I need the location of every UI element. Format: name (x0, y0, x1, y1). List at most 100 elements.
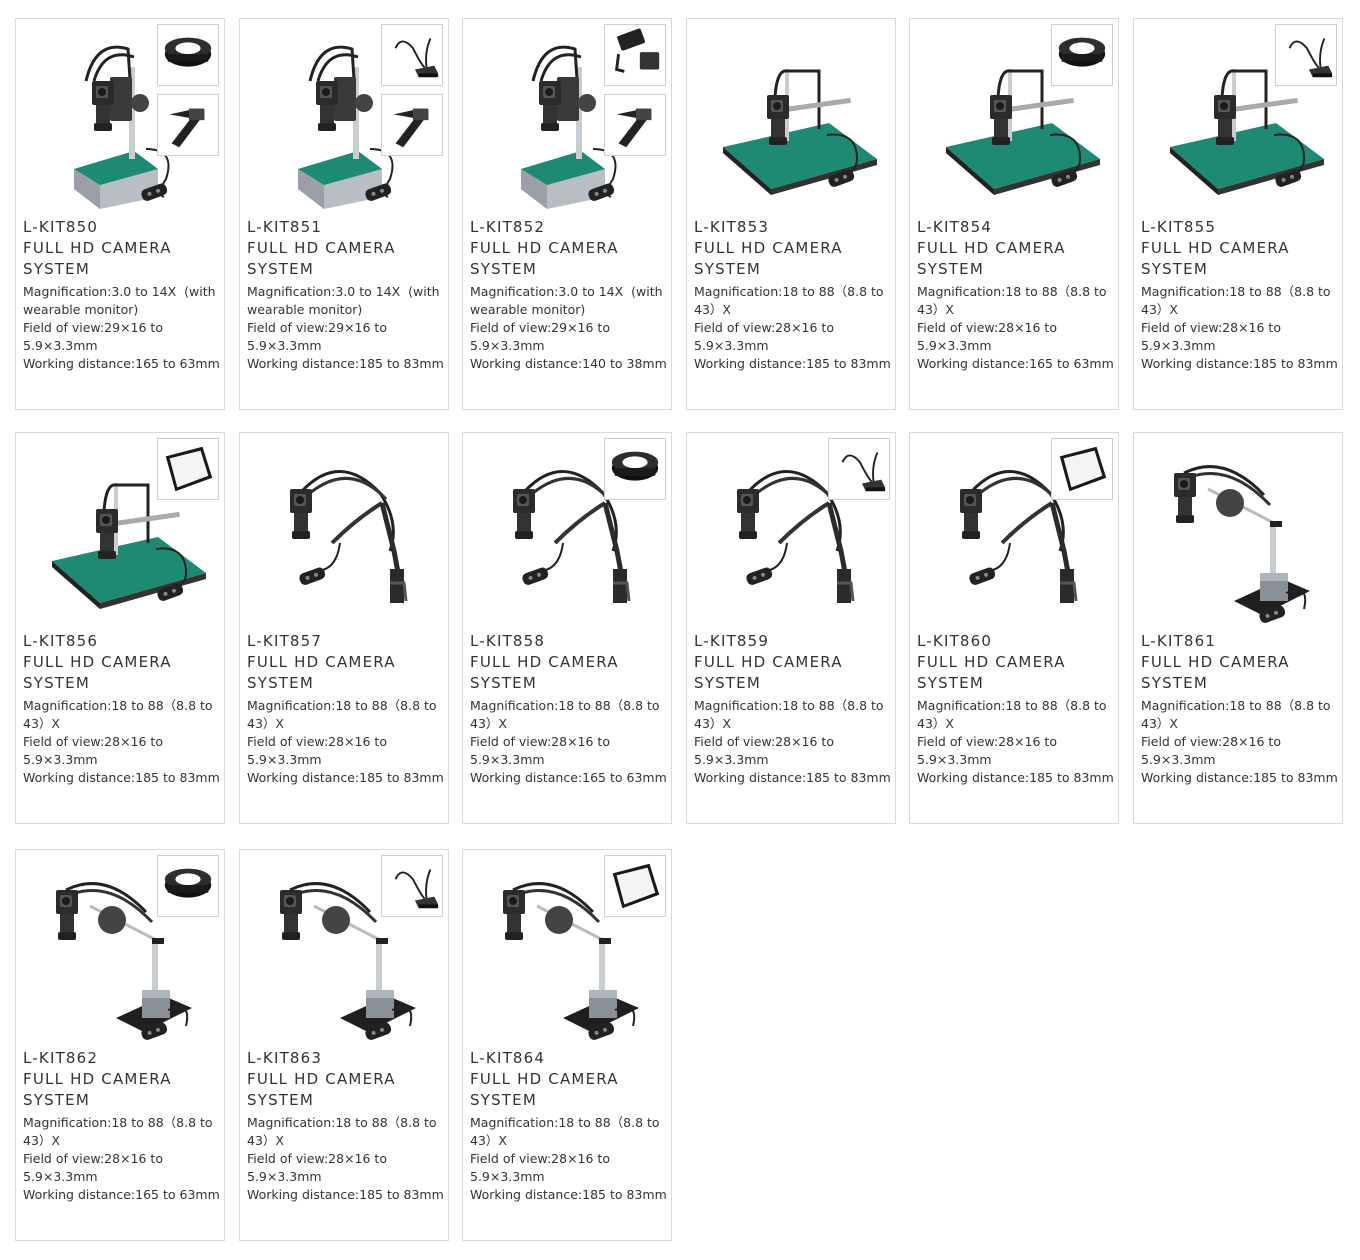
light-panel-icon (157, 438, 219, 500)
product-image[interactable] (687, 19, 896, 219)
product-title[interactable]: FULL HD CAMERA SYSTEM (23, 1070, 172, 1109)
product-model[interactable]: L-KIT859 (694, 632, 770, 650)
product-card[interactable]: L-KIT854 FULL HD CAMERA SYSTEM Magnifica… (909, 18, 1119, 410)
product-image[interactable] (1134, 433, 1343, 633)
product-image[interactable] (240, 19, 449, 219)
magnification-spec: Magnification:18 to 88（8.8 to 43）X (247, 698, 437, 731)
product-specs: Magnification:18 to 88（8.8 to 43）X Field… (247, 697, 447, 787)
product-card[interactable]: L-KIT859 FULL HD CAMERA SYSTEM Magnifica… (686, 432, 896, 824)
gooseneck-light-icon (381, 24, 443, 86)
working-distance-spec: Working distance:185 to 83mm (1141, 770, 1338, 785)
product-image[interactable] (1134, 19, 1343, 219)
product-image[interactable] (463, 19, 672, 219)
working-distance-spec: Working distance:185 to 83mm (694, 356, 891, 371)
product-title[interactable]: FULL HD CAMERA SYSTEM (470, 1070, 619, 1109)
working-distance-spec: Working distance:165 to 63mm (23, 1187, 220, 1202)
magnification-spec: Magnification:18 to 88（8.8 to 43）X (23, 698, 213, 731)
product-model[interactable]: L-KIT851 (247, 218, 323, 236)
product-title[interactable]: FULL HD CAMERA SYSTEM (917, 239, 1066, 278)
product-image[interactable] (240, 850, 449, 1050)
product-specs: Magnification:18 to 88（8.8 to 43）X Field… (23, 697, 223, 787)
product-specs: Magnification:18 to 88（8.8 to 43）X Field… (1141, 283, 1341, 373)
product-specs: Magnification:18 to 88（8.8 to 43）X Field… (470, 697, 670, 787)
product-model[interactable]: L-KIT861 (1141, 632, 1217, 650)
magnification-spec: Magnification:18 to 88（8.8 to 43）X (23, 1115, 213, 1148)
magnification-spec: Magnification:3.0 to 14X (with wearable … (23, 284, 216, 317)
magnification-spec: Magnification:18 to 88（8.8 to 43）X (917, 284, 1107, 317)
product-model[interactable]: L-KIT856 (23, 632, 99, 650)
field-of-view-spec: Field of view:29×16 to 5.9×3.3mm (247, 320, 387, 353)
product-title[interactable]: FULL HD CAMERA SYSTEM (247, 239, 396, 278)
product-image[interactable] (910, 19, 1119, 219)
product-title[interactable]: FULL HD CAMERA SYSTEM (1141, 653, 1290, 692)
product-model[interactable]: L-KIT864 (470, 1049, 546, 1067)
product-image[interactable] (240, 433, 449, 633)
product-card[interactable]: L-KIT851 FULL HD CAMERA SYSTEM Magnifica… (239, 18, 449, 410)
product-model[interactable]: L-KIT854 (917, 218, 993, 236)
product-title[interactable]: FULL HD CAMERA SYSTEM (470, 239, 619, 278)
product-card[interactable]: L-KIT864 FULL HD CAMERA SYSTEM Magnifica… (462, 849, 672, 1241)
working-distance-spec: Working distance:185 to 83mm (1141, 356, 1338, 371)
product-model[interactable]: L-KIT863 (247, 1049, 323, 1067)
field-of-view-spec: Field of view:28×16 to 5.9×3.3mm (470, 1151, 610, 1184)
product-title[interactable]: FULL HD CAMERA SYSTEM (23, 653, 172, 692)
product-card[interactable]: L-KIT858 FULL HD CAMERA SYSTEM Magnifica… (462, 432, 672, 824)
product-model[interactable]: L-KIT858 (470, 632, 546, 650)
product-image[interactable] (16, 850, 225, 1050)
product-specs: Magnification:18 to 88（8.8 to 43）X Field… (694, 283, 894, 373)
product-card[interactable]: L-KIT860 FULL HD CAMERA SYSTEM Magnifica… (909, 432, 1119, 824)
product-specs: Magnification:3.0 to 14X (with wearable … (23, 283, 223, 373)
working-distance-spec: Working distance:165 to 63mm (23, 356, 220, 371)
product-card[interactable]: L-KIT861 FULL HD CAMERA SYSTEM Magnifica… (1133, 432, 1343, 824)
magnification-spec: Magnification:3.0 to 14X (with wearable … (470, 284, 663, 317)
product-card[interactable]: L-KIT856 FULL HD CAMERA SYSTEM Magnifica… (15, 432, 225, 824)
product-model[interactable]: L-KIT862 (23, 1049, 99, 1067)
product-image[interactable] (687, 433, 896, 633)
product-title[interactable]: FULL HD CAMERA SYSTEM (470, 653, 619, 692)
product-specs: Magnification:3.0 to 14X (with wearable … (470, 283, 670, 373)
product-image[interactable] (16, 19, 225, 219)
product-card[interactable]: L-KIT863 FULL HD CAMERA SYSTEM Magnifica… (239, 849, 449, 1241)
product-model[interactable]: L-KIT855 (1141, 218, 1217, 236)
product-title[interactable]: FULL HD CAMERA SYSTEM (247, 1070, 396, 1109)
product-title[interactable]: FULL HD CAMERA SYSTEM (694, 653, 843, 692)
field-of-view-spec: Field of view:28×16 to 5.9×3.3mm (917, 734, 1057, 767)
product-title[interactable]: FULL HD CAMERA SYSTEM (694, 239, 843, 278)
light-panel-icon (1051, 438, 1113, 500)
product-specs: Magnification:3.0 to 14X (with wearable … (247, 283, 447, 373)
gooseneck-light-icon (1275, 24, 1337, 86)
product-title[interactable]: FULL HD CAMERA SYSTEM (23, 239, 172, 278)
product-image[interactable] (463, 433, 672, 633)
ring-light-icon (604, 438, 666, 500)
product-card[interactable]: L-KIT852 FULL HD CAMERA SYSTEM Magnifica… (462, 18, 672, 410)
magnification-spec: Magnification:18 to 88（8.8 to 43）X (470, 1115, 660, 1148)
product-card[interactable]: L-KIT853 FULL HD CAMERA SYSTEM Magnifica… (686, 18, 896, 410)
product-title[interactable]: FULL HD CAMERA SYSTEM (247, 653, 396, 692)
product-image[interactable] (16, 433, 225, 633)
working-distance-spec: Working distance:185 to 83mm (470, 1187, 667, 1202)
magnification-spec: Magnification:18 to 88（8.8 to 43）X (1141, 284, 1331, 317)
product-title[interactable]: FULL HD CAMERA SYSTEM (1141, 239, 1290, 278)
magnification-spec: Magnification:18 to 88（8.8 to 43）X (694, 698, 884, 731)
working-distance-spec: Working distance:165 to 63mm (470, 770, 667, 785)
field-of-view-spec: Field of view:28×16 to 5.9×3.3mm (470, 734, 610, 767)
field-of-view-spec: Field of view:28×16 to 5.9×3.3mm (247, 734, 387, 767)
product-title[interactable]: FULL HD CAMERA SYSTEM (917, 653, 1066, 692)
product-image[interactable] (463, 850, 672, 1050)
magnification-spec: Magnification:18 to 88（8.8 to 43）X (917, 698, 1107, 731)
product-card[interactable]: L-KIT857 FULL HD CAMERA SYSTEM Magnifica… (239, 432, 449, 824)
product-model[interactable]: L-KIT857 (247, 632, 323, 650)
product-card[interactable]: L-KIT850 FULL HD CAMERA SYSTEM Magnifica… (15, 18, 225, 410)
product-model[interactable]: L-KIT850 (23, 218, 99, 236)
product-model[interactable]: L-KIT860 (917, 632, 993, 650)
product-specs: Magnification:18 to 88（8.8 to 43）X Field… (917, 283, 1117, 373)
working-distance-spec: Working distance:185 to 83mm (247, 1187, 444, 1202)
working-distance-spec: Working distance:185 to 83mm (917, 770, 1114, 785)
product-image[interactable] (910, 433, 1119, 633)
product-model[interactable]: L-KIT853 (694, 218, 770, 236)
product-specs: Magnification:18 to 88（8.8 to 43）X Field… (470, 1114, 670, 1204)
product-card[interactable]: L-KIT862 FULL HD CAMERA SYSTEM Magnifica… (15, 849, 225, 1241)
product-card[interactable]: L-KIT855 FULL HD CAMERA SYSTEM Magnifica… (1133, 18, 1343, 410)
product-model[interactable]: L-KIT852 (470, 218, 546, 236)
